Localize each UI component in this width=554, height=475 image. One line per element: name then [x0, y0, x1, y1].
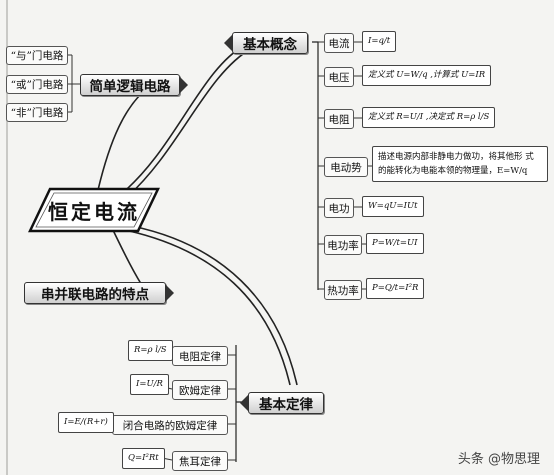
watermark: 头条 @物思理: [458, 448, 540, 467]
concept-heat-power-label: 热功率: [327, 284, 359, 297]
watermark-text: 头条 @物思理: [457, 452, 540, 467]
central-topic: 恒定电流: [28, 187, 160, 233]
law-joule: 焦耳定律: [172, 451, 228, 471]
logic-gate-not-label: “非”门电路: [10, 107, 64, 119]
branch-basic-concepts: 基本概念: [224, 32, 308, 54]
law-ohm: 欧姆定律: [172, 380, 228, 400]
formula-heat-power: P=Q/t=I²R: [366, 278, 425, 299]
branch-series-parallel-label: 串并联电路的特点: [41, 287, 149, 303]
formula-law-ohm-text: I=U/R: [136, 379, 163, 389]
formula-emf: 描述电源内部非静电力做功，将其他形 式的能转化为电能本领的物理量，E=W/q: [372, 146, 548, 182]
formula-voltage-text: 定义式 U=W/q ,计算式 U=IR: [368, 70, 486, 80]
concept-voltage-label: 电压: [328, 71, 350, 84]
concept-work-label: 电功: [328, 202, 350, 215]
law-closed-circuit-ohm-label: 闭合电路的欧姆定律: [122, 419, 218, 432]
formula-heat-power-text: P=Q/t=I²R: [372, 283, 419, 293]
concept-work: 电功: [324, 198, 354, 218]
concept-power-label: 电功率: [327, 239, 359, 252]
branch-basic-laws-label: 基本定律: [259, 397, 313, 413]
law-ohm-label: 欧姆定律: [179, 384, 221, 397]
law-resistance-label: 电阻定律: [179, 350, 221, 363]
formula-law-joule: Q=I²Rt: [122, 448, 165, 469]
formula-resistance: 定义式 R=U/I ,决定式 R=ρ l/S: [362, 107, 496, 128]
formula-power: P=W/t=UI: [366, 233, 424, 254]
formula-work: W=qU=IUt: [362, 196, 424, 217]
concept-emf: 电动势: [324, 157, 368, 177]
logic-gate-and: “与”门电路: [6, 46, 68, 65]
formula-voltage: 定义式 U=W/q ,计算式 U=IR: [362, 65, 492, 86]
formula-current-text: I=q/t: [368, 36, 391, 46]
branch-logic-circuits-label: 简单逻辑电路: [89, 79, 171, 95]
concept-current-label: 电流: [328, 37, 350, 50]
formula-law-joule-text: Q=I²Rt: [128, 453, 159, 463]
concept-voltage: 电压: [324, 67, 354, 87]
branch-basic-laws: 基本定律: [240, 392, 324, 414]
concept-resistance: 电阻: [324, 109, 354, 129]
concept-emf-label: 电动势: [330, 161, 362, 174]
logic-gate-or: “或”门电路: [6, 75, 68, 94]
formula-law-closed-circuit-text: I=E/(R+r): [64, 417, 108, 427]
concept-current: 电流: [324, 33, 354, 53]
branch-arrow-right: [166, 285, 174, 301]
branch-arrow-right: [180, 77, 188, 93]
central-topic-shape: [28, 187, 160, 233]
formula-law-closed-circuit: I=E/(R+r): [58, 412, 114, 433]
formula-current: I=q/t: [362, 31, 397, 52]
formula-law-ohm: I=U/R: [130, 374, 169, 395]
formula-power-text: P=W/t=UI: [372, 238, 418, 248]
law-joule-label: 焦耳定律: [179, 455, 221, 468]
branch-series-parallel: 串并联电路的特点: [24, 282, 174, 304]
logic-gate-and-label: “与”门电路: [10, 50, 64, 62]
concept-heat-power: 热功率: [324, 280, 362, 300]
logic-gate-not: “非”门电路: [6, 103, 68, 122]
formula-work-text: W=qU=IUt: [368, 201, 418, 211]
law-closed-circuit-ohm: 闭合电路的欧姆定律: [112, 415, 228, 435]
branch-basic-concepts-label: 基本概念: [243, 37, 297, 53]
branch-logic-circuits: 简单逻辑电路: [80, 74, 188, 96]
branch-arrow-left: [240, 395, 248, 411]
branch-arrow-left: [224, 35, 232, 51]
logic-gate-or-label: “或”门电路: [10, 79, 64, 91]
concept-resistance-label: 电阻: [328, 113, 350, 126]
formula-resistance-text: 定义式 R=U/I ,决定式 R=ρ l/S: [368, 112, 490, 122]
formula-law-resistance: R=ρ l/S: [128, 340, 173, 361]
central-topic-label: 恒定电流: [48, 199, 140, 224]
law-resistance: 电阻定律: [172, 346, 228, 366]
formula-emf-text: 描述电源内部非静电力做功，将其他形 式的能转化为电能本领的物理量，E=W/q: [378, 152, 534, 176]
formula-law-resistance-text: R=ρ l/S: [134, 345, 167, 355]
concept-power: 电功率: [324, 235, 362, 255]
